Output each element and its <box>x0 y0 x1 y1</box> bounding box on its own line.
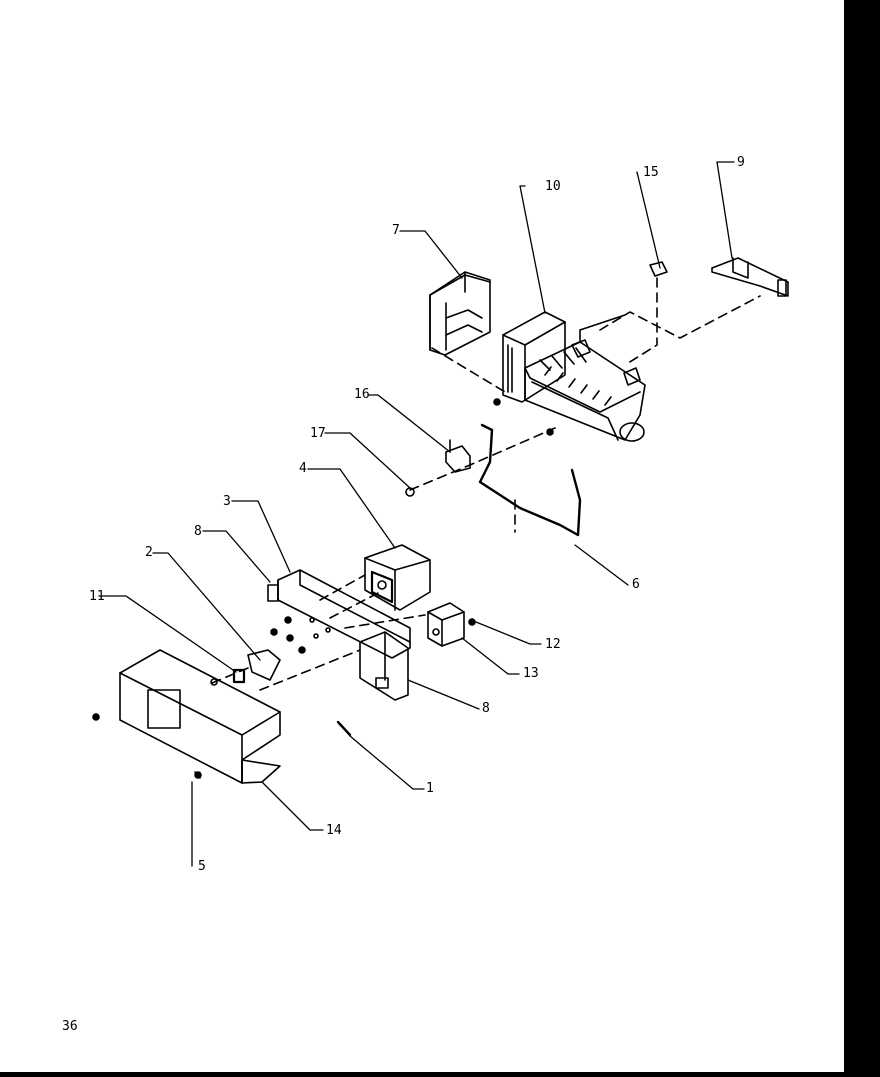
part-7-cover-drawing <box>429 271 491 356</box>
plate-screws-drawing <box>270 616 331 654</box>
diagram-sheet: 7 10 15 9 16 17 4 3 8 2 11 6 12 13 8 1 1… <box>0 0 844 1072</box>
part-label-8: 8 <box>482 701 490 716</box>
part-label-3: 3 <box>223 494 231 509</box>
part-label-11: 11 <box>89 589 105 604</box>
part-13-box-drawing <box>427 602 476 647</box>
part-15-clip-drawing <box>649 261 668 277</box>
part-5-screw-drawing <box>194 771 202 779</box>
ice-mold-tray-drawing <box>524 314 646 442</box>
part-1-pin-drawing <box>336 720 352 737</box>
part-label-12: 12 <box>545 637 561 652</box>
part-label-15: 15 <box>643 165 659 180</box>
part-label-5: 5 <box>198 859 206 874</box>
part-label-10: 10 <box>545 179 561 194</box>
part-9-arm-drawing <box>711 257 789 297</box>
page-number: 36 <box>62 1019 78 1034</box>
part-2-switch-drawing <box>247 649 281 681</box>
part-11-spring-drawing <box>232 668 246 684</box>
part-3-plate-drawing <box>267 569 411 659</box>
part-10-icemaker-head-drawing <box>502 311 566 403</box>
part-label-2: 2 <box>145 545 153 560</box>
part-6-wire-drawing <box>478 423 582 537</box>
part-label-13: 13 <box>523 666 539 681</box>
part-label-1: 1 <box>426 781 434 796</box>
part-label-6: 6 <box>632 577 640 592</box>
part-label-9: 9 <box>737 155 745 170</box>
part-label-17: 17 <box>310 426 326 441</box>
exploded-parts-diagram <box>92 161 789 867</box>
part-4-module-drawing <box>364 544 431 611</box>
part-14-housing-drawing <box>92 649 281 784</box>
part-label-7: 7 <box>392 223 400 238</box>
part-label-16: 16 <box>354 387 370 402</box>
part-label-8-upper: 8 <box>194 524 202 539</box>
part-8-bracket-drawing <box>359 631 409 701</box>
part-16-bracket-drawing <box>445 439 471 473</box>
part-label-14: 14 <box>326 823 342 838</box>
leader-lines <box>98 161 735 867</box>
part-label-4: 4 <box>299 461 307 476</box>
